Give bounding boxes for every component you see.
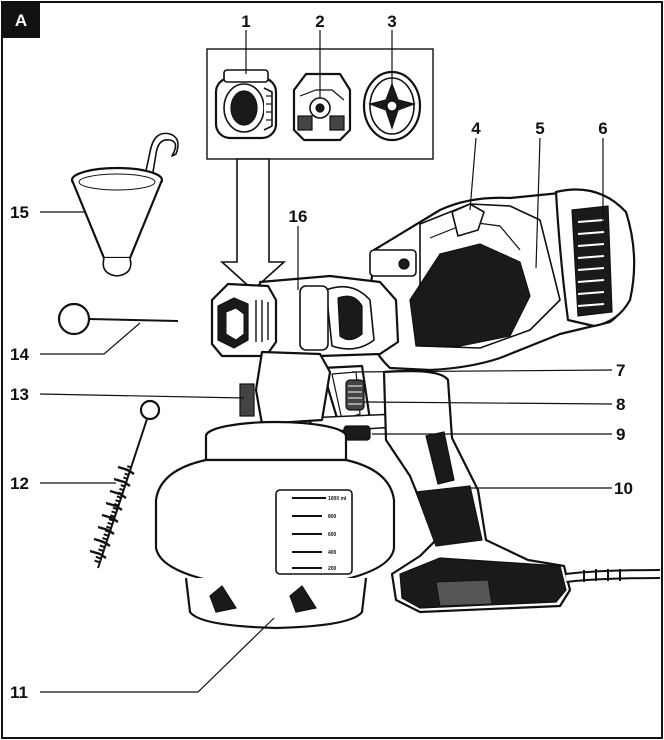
part-16-front-housing [258,274,400,358]
part-14-cleaning-needle [57,302,179,336]
callout-8: 8 [616,395,625,414]
svg-text:A: A [15,11,27,30]
assembly-arrow [219,158,287,292]
leader-11 [40,617,275,693]
scale-label-400: 400 [328,550,337,556]
part-15-viscosity-cup [70,132,179,277]
callout-6: 6 [598,119,607,138]
callout-14: 14 [10,345,29,364]
callout-4: 4 [471,119,481,138]
callout-15: 15 [10,203,29,222]
callout-12: 12 [10,474,29,493]
part-11-paint-container [154,420,396,630]
part-8-flow-regulator [345,379,365,411]
leader-5 [535,137,541,269]
container-scale: 1000 ml 800 600 400 200 [292,496,347,572]
callout-10: 10 [614,479,633,498]
callout-5: 5 [535,119,544,138]
part-4-locking-lever [451,203,485,237]
leader-7 [351,369,613,373]
nozzle-head [210,282,278,358]
part-3-valve [362,70,422,142]
leader-lines [39,30,613,693]
callout-7: 7 [616,361,625,380]
scale-label-600: 600 [328,532,337,538]
scale-label-800: 800 [328,514,337,520]
leader-13 [39,393,245,399]
leader-8 [363,401,613,405]
scale-label-200: 200 [328,566,337,572]
part-10-handle [382,369,572,614]
callout-16: 16 [289,207,308,226]
leader-4 [469,137,477,211]
callout-labels: 1 2 3 4 5 6 7 8 9 10 11 12 13 14 15 16 [10,12,633,702]
power-cable [565,569,661,583]
part-12-cleaning-brush [89,399,161,569]
part-13-container-connector [239,350,332,426]
leader-14 [40,322,141,355]
figure-tag: A [2,2,40,38]
scale-label-1000: 1000 ml [328,496,347,502]
callout-3: 3 [387,12,396,31]
callout-13: 13 [10,385,29,404]
callout-11: 11 [10,683,28,702]
part-6-air-filter-cover [554,188,636,328]
part-1-nozzle-cap [214,69,278,140]
callout-9: 9 [616,425,625,444]
part-2-spray-nozzle [292,72,352,142]
callout-1: 1 [241,12,250,31]
callout-2: 2 [315,12,324,31]
